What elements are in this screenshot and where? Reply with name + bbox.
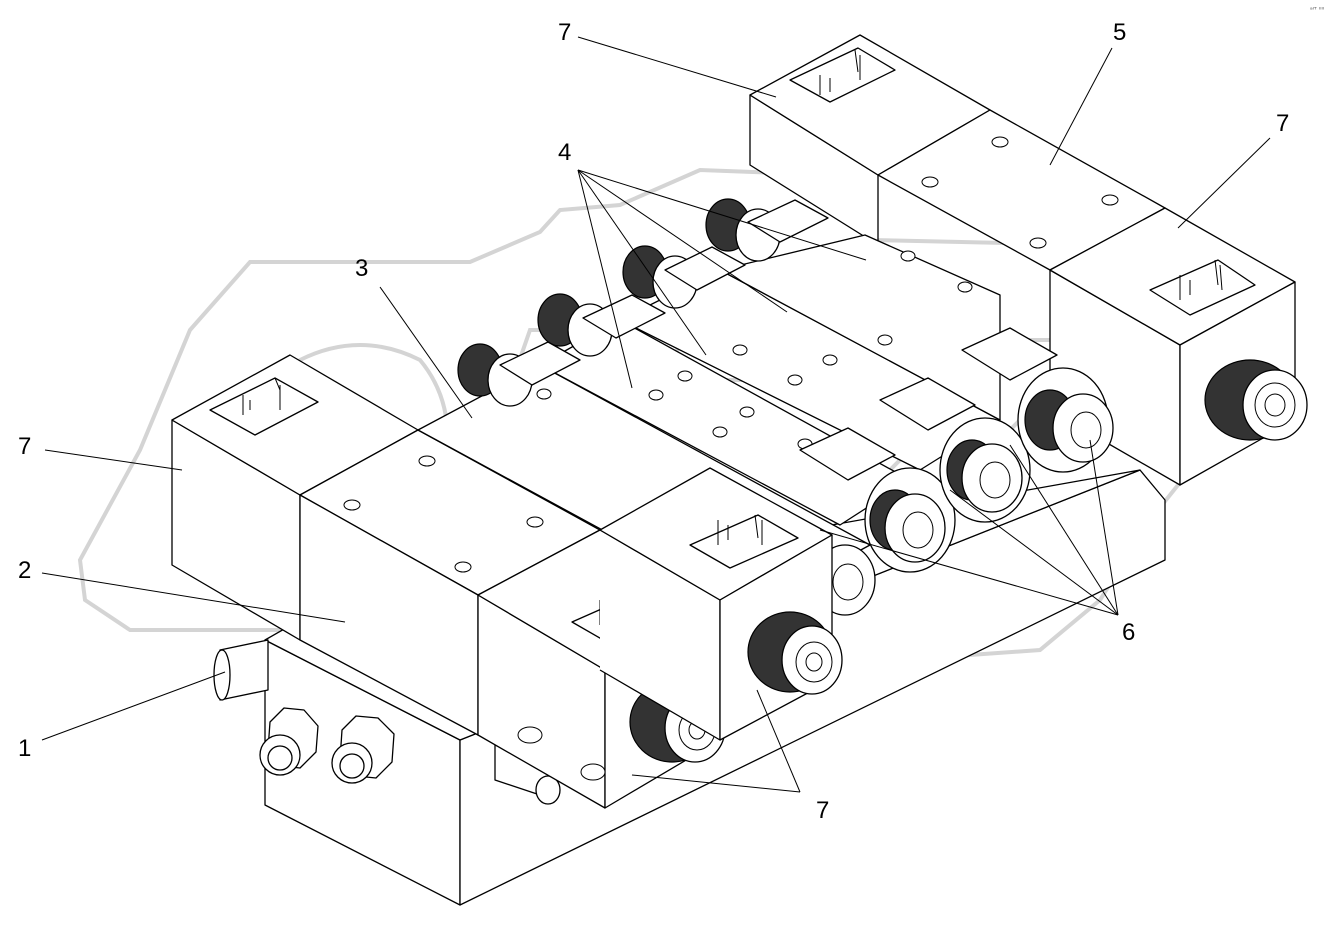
front-solenoids [477, 467, 843, 809]
left-valve-assembly [171, 354, 601, 736]
corner-mark: ᵃᴵᵀ ᴵᴵᴵᴵ [1310, 6, 1324, 14]
middle-valve-stack [417, 234, 1001, 611]
front-small-solenoids [799, 327, 1114, 616]
callout-7-rear: 7 [558, 19, 571, 46]
callout-1: 1 [18, 735, 31, 762]
callout-2: 2 [18, 557, 31, 584]
callout-3: 3 [355, 255, 368, 282]
port-fittings [213, 639, 561, 805]
callout-labels: 1 2 3 4 5 6 7 7 7 7 [18, 19, 1289, 824]
rear-small-coils [457, 198, 829, 407]
callout-4: 4 [558, 139, 571, 166]
callout-6: 6 [1122, 619, 1135, 646]
callout-7-left: 7 [18, 433, 31, 460]
leader-lines [41, 36, 1271, 793]
rear-valve-assembly [749, 34, 1166, 271]
right-solenoid [1049, 207, 1308, 486]
callout-5: 5 [1113, 19, 1126, 46]
callout-7-front: 7 [816, 797, 829, 824]
callout-7-right: 7 [1276, 110, 1289, 137]
